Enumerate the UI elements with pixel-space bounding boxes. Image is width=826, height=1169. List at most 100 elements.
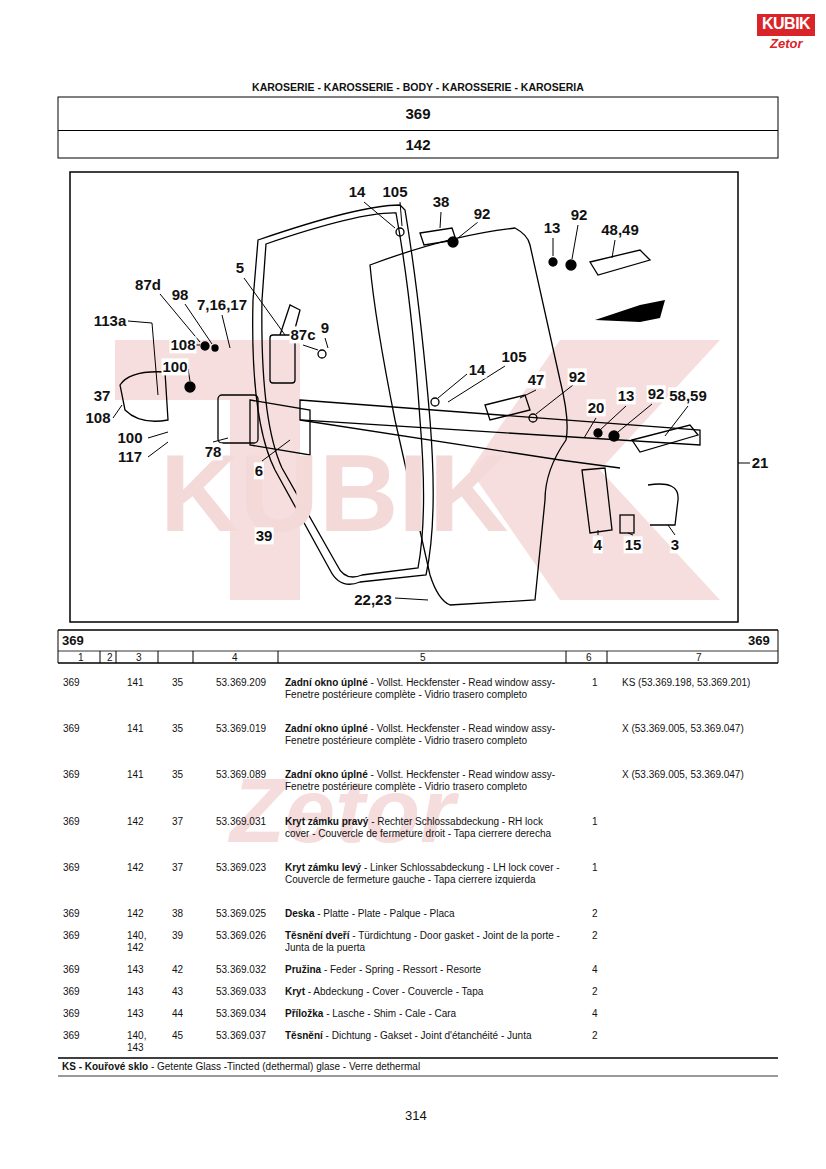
table-cell: 37 xyxy=(172,862,183,874)
part-name: Pružina xyxy=(285,964,321,975)
part-name: Zadní okno úplné xyxy=(285,723,368,734)
table-cell: 35 xyxy=(172,677,183,689)
callout-number: 5 xyxy=(235,259,245,276)
table-cell: 4 xyxy=(592,1008,598,1020)
description-cell: Těsnění dveří - Türdichtung - Door gaske… xyxy=(285,930,567,954)
callout-number: 14 xyxy=(468,361,487,378)
callout-number: 98 xyxy=(171,286,190,303)
callout-number: 92 xyxy=(570,206,589,223)
table-cell: 369 xyxy=(63,769,80,781)
table-cell: 43 xyxy=(172,986,183,998)
callout-number: 6 xyxy=(254,462,264,479)
callout-number: 13 xyxy=(543,219,562,236)
description-cell: Pružina - Feder - Spring - Ressort - Res… xyxy=(285,964,567,976)
table-cell: 141 xyxy=(127,723,144,735)
leader-line xyxy=(113,202,750,600)
table-cell: 2 xyxy=(592,930,598,942)
callout-number: 105 xyxy=(381,183,408,200)
part-name: Těsnění dveří xyxy=(285,930,349,941)
table-cell: 141 xyxy=(127,769,144,781)
table-cell: 38 xyxy=(172,908,183,920)
table-cell: 369 xyxy=(63,908,80,920)
part-name: Kryt xyxy=(285,986,305,997)
footnote-key: KS - Kouřové sklo xyxy=(62,1061,148,1072)
table-cell: X (53.369.005, 53.369.047) xyxy=(622,769,744,781)
callout-number: 4 xyxy=(593,536,603,553)
column-header: 4 xyxy=(232,652,238,664)
table-cell: 1 xyxy=(592,816,598,828)
table-cell: 140, 142 xyxy=(127,930,157,954)
callout-number: 13 xyxy=(617,387,636,404)
callout-number: 3 xyxy=(670,536,680,553)
description-cell: Kryt zámku pravý - Rechter Schlossabdeck… xyxy=(285,816,567,840)
callout-number: 117 xyxy=(117,448,143,465)
callout-number: 20 xyxy=(587,399,606,416)
callout-number: 15 xyxy=(624,536,643,553)
callout-number: 38 xyxy=(432,193,451,210)
table-cell: 35 xyxy=(172,769,183,781)
part-translation: - Dichtung - Gakset - Joint d'étanchéité… xyxy=(326,1030,532,1041)
callout-number: 7,16,17 xyxy=(196,296,248,313)
column-header: 1 xyxy=(78,652,84,664)
callout-number: 37 xyxy=(93,387,112,404)
table-cell: 369 xyxy=(63,1008,80,1020)
callout-number: 100 xyxy=(116,429,143,446)
part-name: Těsnění xyxy=(285,1030,323,1041)
part-name: Zadní okno úplné xyxy=(285,677,368,688)
table-cell: 1 xyxy=(592,862,598,874)
part-translation: - Platte - Plate - Palque - Placa xyxy=(317,908,454,919)
table-cell: 369 xyxy=(63,862,80,874)
table-cell: 142 xyxy=(127,862,144,874)
callout-number: 87c xyxy=(289,326,316,343)
table-cell: 2 xyxy=(592,986,598,998)
table-cell: 141 xyxy=(127,677,144,689)
part-name: Zadní okno úplné xyxy=(285,769,368,780)
table-cell: 53.369.023 xyxy=(216,862,266,874)
part-translation: - Lasche - Shim - Cale - Cara xyxy=(326,1008,456,1019)
section-number: 369 xyxy=(748,634,770,649)
table-cell: 35 xyxy=(172,723,183,735)
table-cell: 369 xyxy=(63,723,80,735)
table-cell: 1 xyxy=(592,677,598,689)
header-number: 142 xyxy=(405,136,430,153)
section-number: 369 xyxy=(62,634,84,649)
table-cell: 369 xyxy=(63,677,80,689)
table-cell: 53.369.033 xyxy=(216,986,266,998)
table-cell: 140, 143 xyxy=(127,1030,157,1054)
table-cell: 44 xyxy=(172,1008,183,1020)
table-cell: 53.369.037 xyxy=(216,1030,266,1042)
callout-number: 108 xyxy=(84,409,111,426)
description-cell: Zadní okno úplné - Vollst. Heckfenster -… xyxy=(285,769,567,793)
table-cell: 42 xyxy=(172,964,183,976)
table-cell: KS (53.369.198, 53.369.201) xyxy=(622,677,750,689)
description-cell: Deska - Platte - Plate - Palque - Placa xyxy=(285,908,567,920)
table-cell: 37 xyxy=(172,816,183,828)
column-header: 3 xyxy=(136,652,142,664)
callout-number: 92 xyxy=(647,385,666,402)
table-cell: 369 xyxy=(63,1030,80,1042)
part-translation: - Feder - Spring - Ressort - Resorte xyxy=(324,964,481,975)
table-cell: 369 xyxy=(63,964,80,976)
table-cell: 53.369.209 xyxy=(216,677,266,689)
description-cell: Zadní okno úplné - Vollst. Heckfenster -… xyxy=(285,677,567,701)
table-cell: 53.369.019 xyxy=(216,723,266,735)
callout-number: 22,23 xyxy=(353,591,393,608)
part-name: Kryt zámku pravý xyxy=(285,816,368,827)
logo-box xyxy=(757,14,815,36)
callout-number: 78 xyxy=(204,443,223,460)
table-cell: 143 xyxy=(127,1008,144,1020)
table-cell: 142 xyxy=(127,816,144,828)
table-cell: 2 xyxy=(592,1030,598,1042)
callout-number: 39 xyxy=(255,527,274,544)
description-cell: Kryt - Abdeckung - Cover - Couvercle - T… xyxy=(285,986,567,998)
part-name: Kryt zámku levý xyxy=(285,862,361,873)
column-header: 5 xyxy=(420,652,426,664)
callout-number: 48,49 xyxy=(600,221,640,238)
description-cell: Těsnění - Dichtung - Gakset - Joint d'ét… xyxy=(285,1030,567,1042)
page-title: KAROSERIE - KAROSSERIE - BODY - KAROSSER… xyxy=(252,81,584,93)
table-cell: 53.369.031 xyxy=(216,816,266,828)
callout-number: 108 xyxy=(169,336,196,353)
part-name: Deska xyxy=(285,908,314,919)
footnote: KS - Kouřové sklo - Getente Glass -Tinct… xyxy=(62,1061,662,1073)
logo-text: Zetor xyxy=(770,37,803,52)
